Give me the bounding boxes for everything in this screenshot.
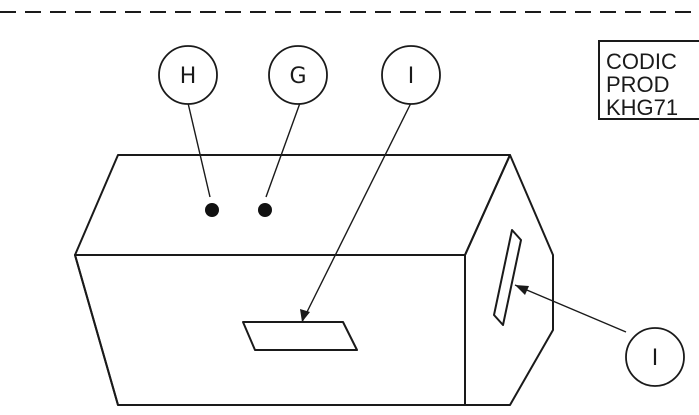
callout-h-label: H bbox=[180, 64, 197, 89]
hole-g-dot bbox=[258, 203, 272, 217]
box-side bbox=[464, 154, 554, 406]
front-slot bbox=[242, 321, 358, 351]
callout-i-top-label: I bbox=[408, 64, 415, 89]
callout-i-side-circle bbox=[625, 327, 685, 387]
code-box-line-3: KHG71 bbox=[606, 95, 679, 120]
product-code-label: CODIC PROD KHG71 bbox=[598, 40, 699, 120]
leader-h bbox=[187, 102, 211, 198]
leader-i-top bbox=[301, 102, 412, 323]
leader-i-side bbox=[514, 284, 627, 333]
callout-i-top-circle bbox=[381, 45, 441, 105]
callout-i-side-label: I bbox=[652, 346, 659, 371]
code-box-line-2: PROD bbox=[606, 72, 670, 97]
leader-g bbox=[265, 102, 301, 198]
callout-g-circle bbox=[268, 45, 328, 105]
side-slot bbox=[493, 229, 522, 326]
callout-h-circle bbox=[158, 45, 218, 105]
code-box-line-1: CODIC bbox=[606, 49, 677, 74]
callout-g-label: G bbox=[289, 64, 306, 89]
box-front-left-edge bbox=[74, 254, 119, 406]
hole-h-dot bbox=[205, 203, 219, 217]
redraw-background bbox=[0, 140, 699, 415]
arrowhead-i-side bbox=[515, 285, 529, 295]
arrowhead-i-top bbox=[300, 309, 310, 322]
